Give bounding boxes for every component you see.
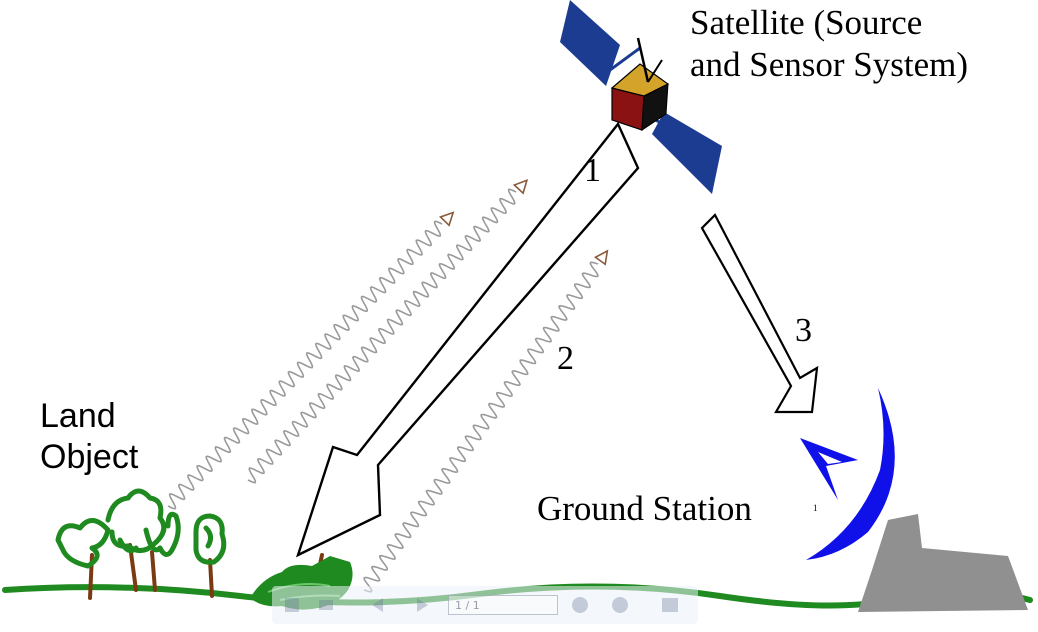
dish-small-number: 1 [813, 503, 818, 513]
ground-station-label: Ground Station [537, 489, 752, 528]
wave-lower [363, 261, 599, 593]
print-icon[interactable] [316, 595, 336, 615]
arrow-1-incident [295, 121, 640, 558]
arrow-3-downlink [700, 213, 819, 414]
wave-arrowheads [438, 178, 609, 266]
satellite-label-line1: Satellite (Source [690, 3, 923, 42]
wave-upper-right-arrowhead [512, 178, 529, 195]
first-page-icon[interactable] [282, 595, 302, 615]
land-label-line1: Land [40, 397, 116, 435]
arrow-2-number: 2 [557, 340, 574, 377]
satellite-body-side [641, 83, 669, 131]
wave-upper-left-arrowhead [438, 211, 455, 227]
prev-page-icon[interactable] [368, 595, 388, 615]
land-object-label: Land Object [40, 396, 138, 478]
zoom-out-icon[interactable] [570, 595, 590, 615]
land-label-line2: Object [40, 437, 139, 476]
ground-station-tower [858, 514, 1028, 612]
pdf-viewer-toolbar: 1 / 1 [272, 586, 698, 624]
satellite-icon [560, 0, 722, 194]
next-page-icon[interactable] [412, 595, 432, 615]
zoom-in-icon[interactable] [610, 595, 630, 615]
reflected-radiation-waves [167, 188, 599, 593]
satellite-antenna [636, 37, 650, 83]
page-view-icon[interactable] [660, 595, 680, 615]
satellite-label-line2: and Sensor System) [690, 45, 969, 84]
page-indicator[interactable]: 1 / 1 [448, 595, 558, 615]
wave-upper-left [167, 220, 443, 510]
wave-lower-arrowhead [593, 249, 609, 266]
satellite-label: Satellite (Source and Sensor System) [690, 2, 968, 86]
solar-panel-left [560, 0, 620, 86]
satellite-dish-icon [800, 388, 895, 560]
wave-upper-right [247, 188, 517, 484]
solar-panel-right [652, 112, 722, 194]
arrow-1-number: 1 [584, 152, 601, 189]
arrow-3-number: 3 [795, 312, 812, 349]
